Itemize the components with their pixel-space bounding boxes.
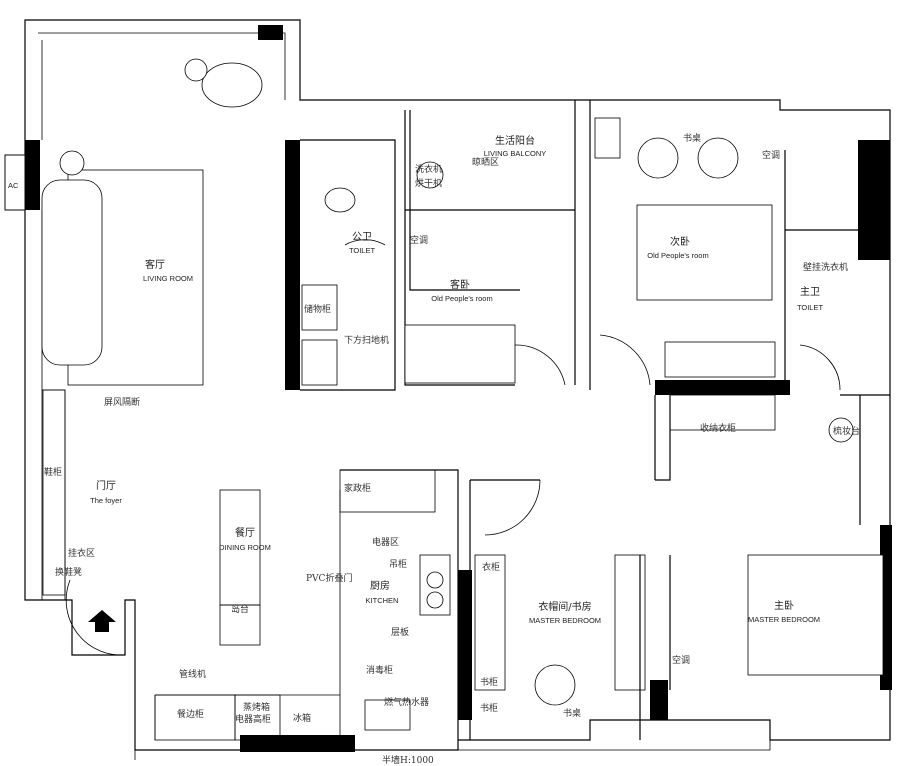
sideboard-label: 餐边柜 <box>177 708 204 720</box>
dining-label-en: DINING ROOM <box>219 543 271 552</box>
living-room-label: 客厅 <box>145 258 165 271</box>
wall-cabinet-label: 吊柜 <box>389 558 407 570</box>
coat-area-label: 挂衣区 <box>68 547 95 559</box>
kitchen-label: 厨房 <box>370 579 390 592</box>
gas-heater-label: 燃气热水器 <box>384 696 429 708</box>
wardrobe-storage-label: 收纳衣柜 <box>700 422 736 434</box>
shoe-cabinet-label: 鞋柜 <box>44 466 62 478</box>
master-bedroom-label-en: MASTER BEDROOM <box>748 615 820 624</box>
foyer-label-en: The foyer <box>90 496 122 505</box>
island-label: 岛台 <box>231 603 249 615</box>
living-room-label-en: LIVING ROOM <box>143 274 193 283</box>
robot-vacuum-label: 下方扫地机 <box>344 334 389 346</box>
master-bedroom-label: 主卧 <box>774 599 794 612</box>
desk-label-study: 书桌 <box>563 707 581 719</box>
appliance-area-label: 电器区 <box>372 536 399 548</box>
drying-area-label: 晾晒区 <box>472 156 499 168</box>
second-bedroom-label-en: Old People's room <box>647 251 708 260</box>
pvc-door-label: PVC折叠门 <box>306 572 352 584</box>
guest-room-label: 客卧 <box>450 278 470 291</box>
public-toilet-label-en: TOILET <box>349 246 376 255</box>
steam-oven-label: 蒸烤箱 <box>243 701 270 713</box>
aircon-label-master: 空调 <box>672 654 690 666</box>
shelf-label: 层板 <box>391 626 409 638</box>
furniture <box>4 58 884 741</box>
study-label: 衣帽间/书房 <box>538 600 591 613</box>
fridge-label: 冰箱 <box>293 712 311 724</box>
storage-cabinet-label: 储物柜 <box>304 303 331 315</box>
housekeeping-cabinet-label: 家政柜 <box>344 482 371 494</box>
sterilizer-label: 消毒柜 <box>366 664 393 676</box>
screen-partition-label: 屏风隔断 <box>104 396 140 408</box>
room-labels: 客厅 LIVING ROOM 公卫 TOILET 生活阳台 LIVING BAL… <box>90 134 823 625</box>
study-label-en: MASTER BEDROOM <box>529 616 601 625</box>
second-bedroom-label: 次卧 <box>670 235 690 248</box>
wardrobe-label: 衣柜 <box>482 561 500 573</box>
balcony-label: 生活阳台 <box>495 134 535 147</box>
master-toilet-label: 主卫 <box>800 286 820 298</box>
water-dispenser-label: 管线机 <box>179 668 206 680</box>
dresser-label: 梳妆台 <box>833 425 860 437</box>
guest-room-label-en: Old People's room <box>431 294 492 303</box>
foyer-label: 门厅 <box>96 479 116 492</box>
dining-label: 餐厅 <box>235 526 255 539</box>
appliance-tall-label: 电器高柜 <box>235 713 271 725</box>
shoe-bench-label: 换鞋凳 <box>55 566 82 578</box>
bookcase-label-1: 书柜 <box>480 676 498 688</box>
balcony-label-en: LIVING BALCONY <box>484 149 547 158</box>
outer-walls <box>4 19 892 760</box>
aircon-label-second: 空调 <box>762 149 780 161</box>
desk-label-second: 书桌 <box>683 132 701 144</box>
annotation-labels: AC 储物柜 下方扫地机 晾晒区 洗衣机 烘干机 空调 空调 空调 书桌 书桌 … <box>8 132 860 766</box>
half-wall-label: 半墙H:1000 <box>382 754 434 766</box>
public-toilet-label: 公卫 <box>352 232 372 243</box>
kitchen-label-en: KITCHEN <box>366 596 399 605</box>
dryer-label: 烘干机 <box>415 177 442 189</box>
master-toilet-label-en: TOILET <box>797 303 824 312</box>
ac-outdoor-label: AC <box>8 181 19 190</box>
wall-washer-label: 壁挂洗衣机 <box>803 261 848 273</box>
bookcase-label-2: 书柜 <box>480 702 498 714</box>
aircon-label-guest: 空调 <box>410 234 428 246</box>
washer-label: 洗衣机 <box>415 163 442 175</box>
